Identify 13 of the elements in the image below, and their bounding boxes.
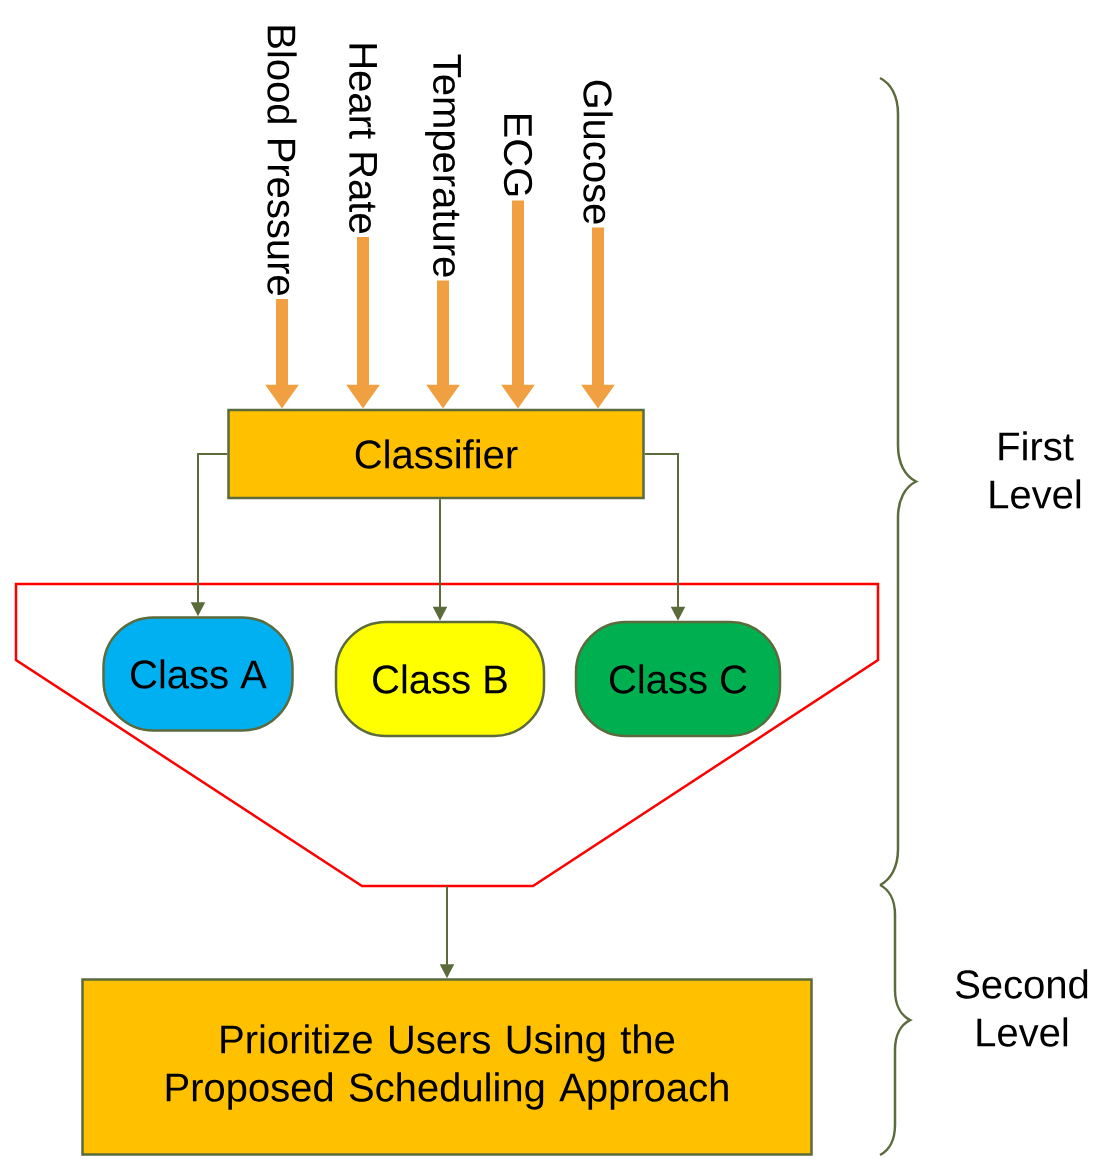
- input-label: ECG: [503, 114, 533, 196]
- input-label: Glucose: [583, 80, 613, 224]
- input-label: Heart Rate: [349, 44, 377, 233]
- class-pill: Class C: [574, 620, 782, 738]
- process-box: Classifier: [227, 408, 645, 500]
- process-box: Prioritize Users Using the Proposed Scheduling Approach: [81, 978, 813, 1156]
- input-label: Temperature: [425, 54, 461, 277]
- funnel-shape: [14, 582, 880, 888]
- level-label: First Level: [990, 431, 1081, 509]
- input-label: Blood Pressure: [267, 26, 297, 295]
- level-label: Second Level: [956, 969, 1088, 1047]
- class-pill: Class B: [334, 620, 546, 738]
- class-pill: Class A: [102, 616, 294, 732]
